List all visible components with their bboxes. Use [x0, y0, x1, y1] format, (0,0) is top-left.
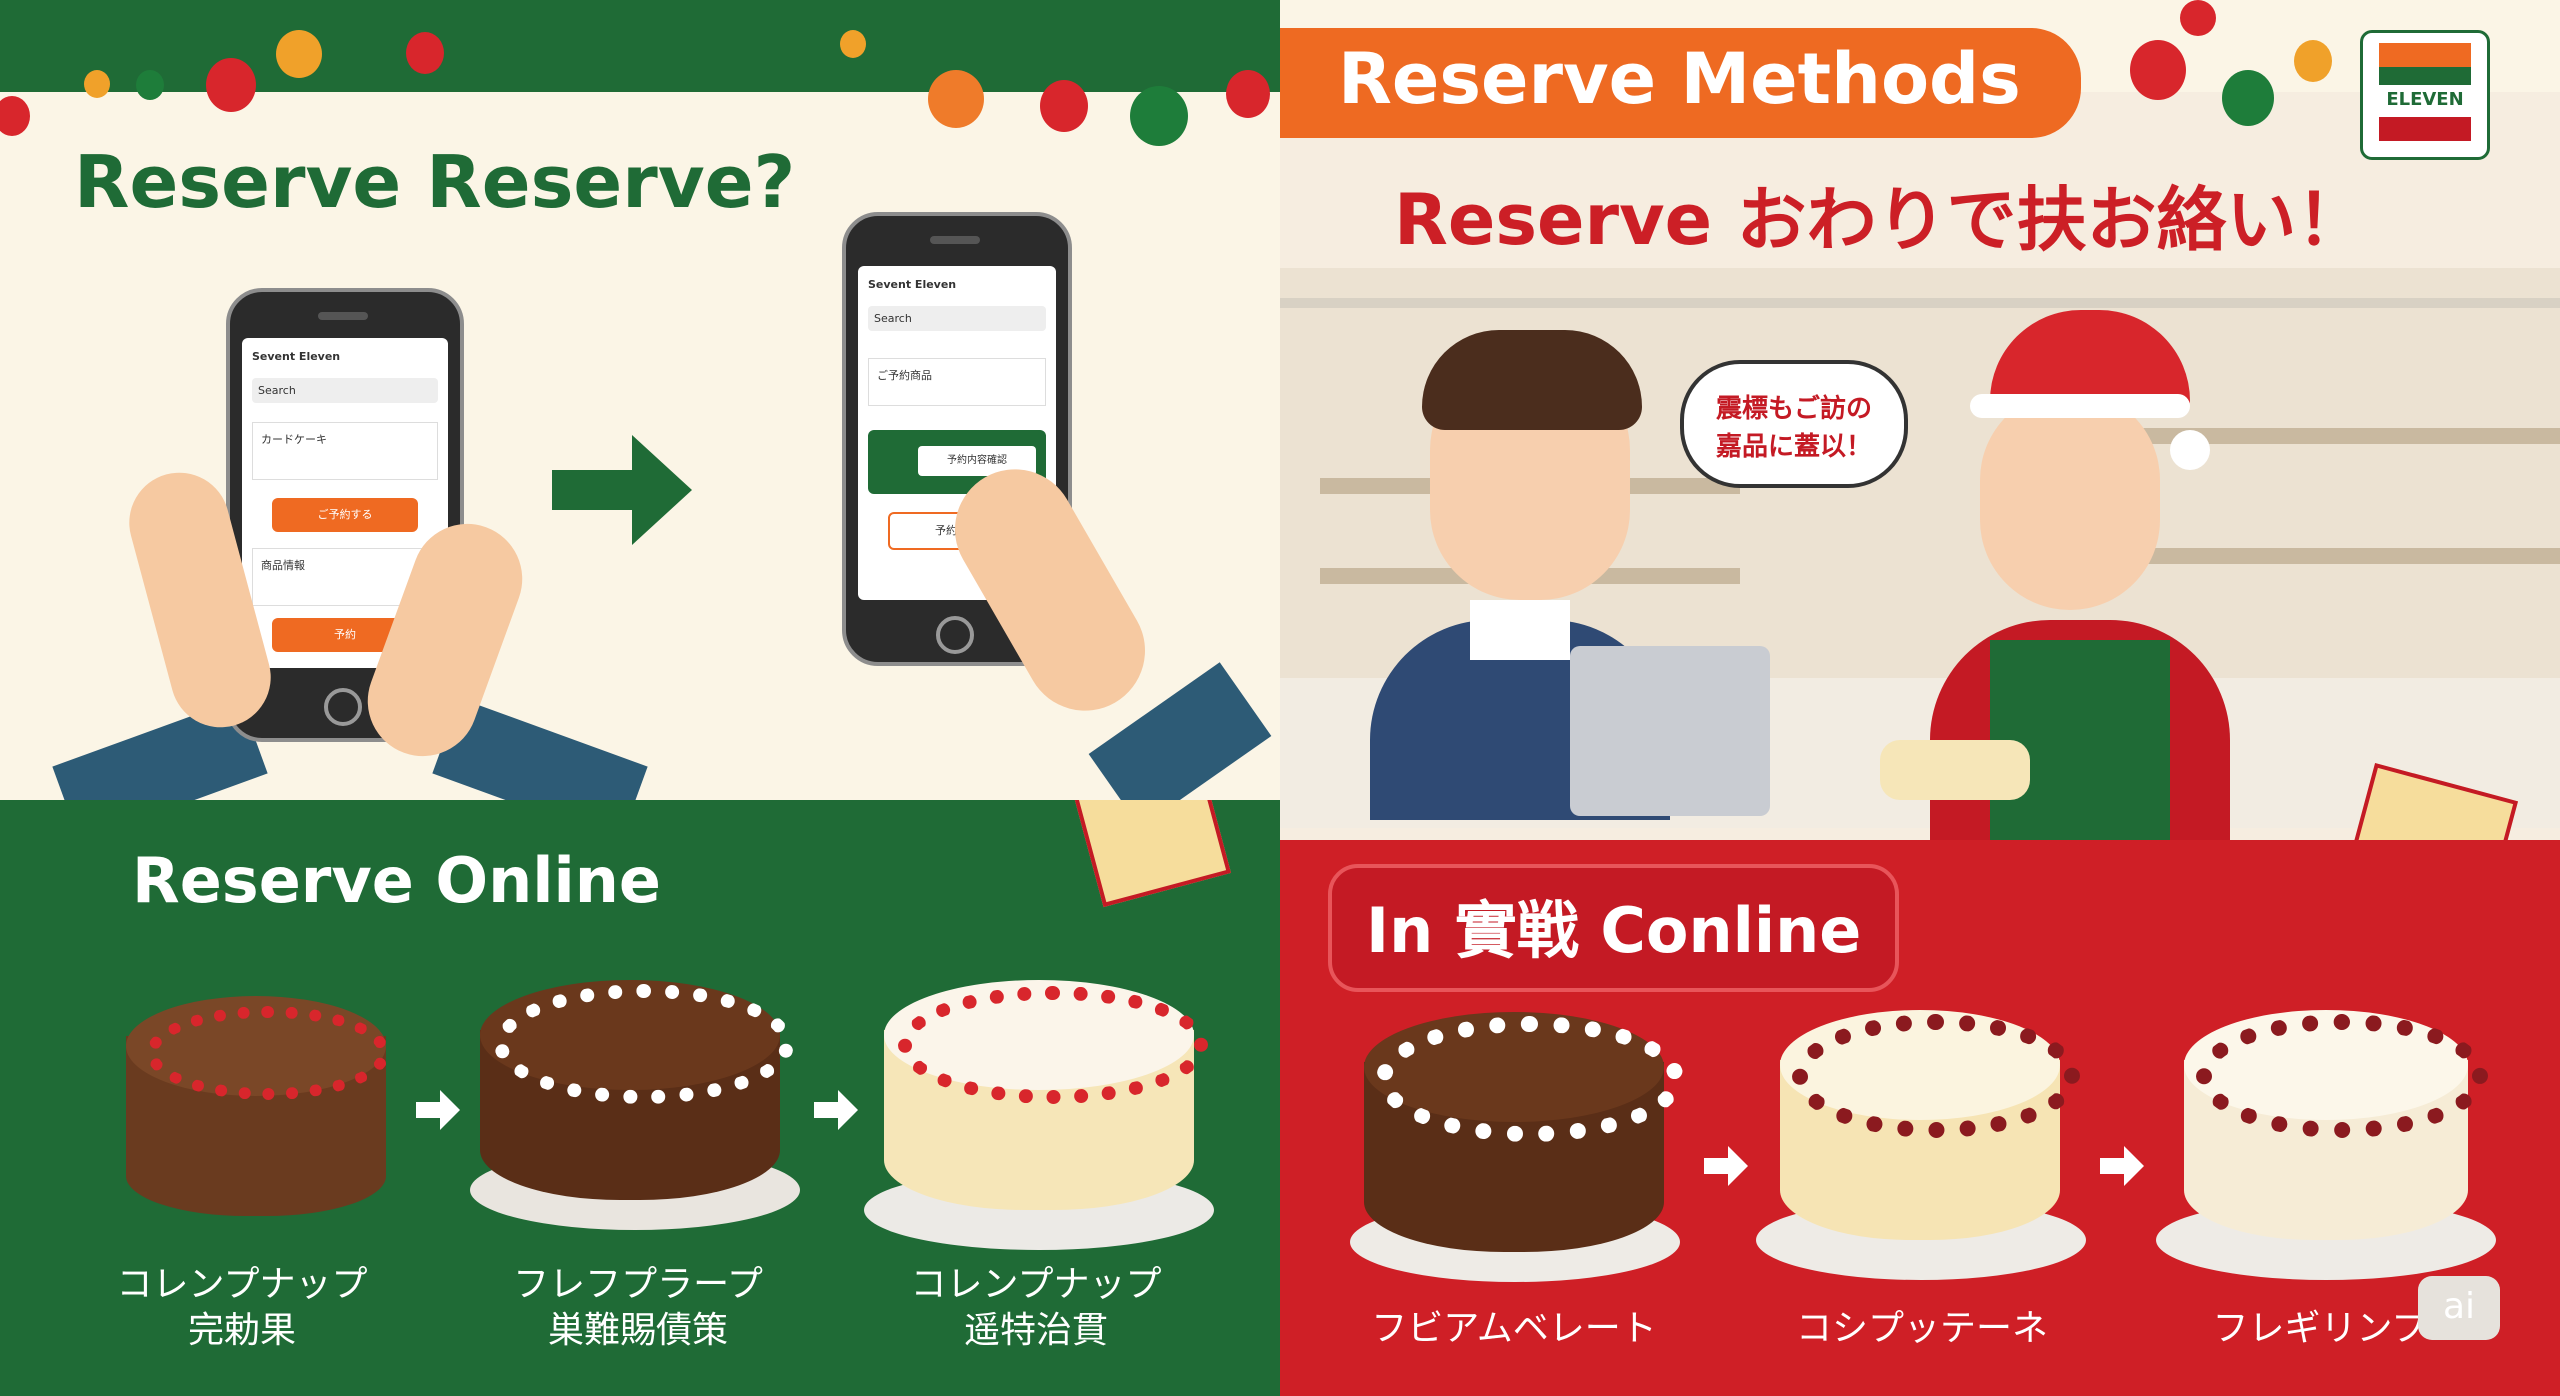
cake-image — [126, 996, 396, 1236]
ornament — [928, 70, 984, 128]
product-row[interactable]: カードケーキ — [252, 422, 438, 480]
gift-box-icon — [1072, 800, 1232, 908]
reserve-button[interactable]: ご予約する — [272, 498, 418, 532]
cake-label: コシプッテーネ — [1795, 1308, 2048, 1349]
ai-badge: ai — [2418, 1276, 2500, 1340]
online-reserve-panel: Reserve Reserve? Sevent Eleven Search カー… — [0, 0, 1280, 800]
ornament — [276, 30, 322, 78]
cake-image — [1756, 980, 2086, 1290]
cake-image — [1350, 992, 1684, 1292]
subtitle: Reserve おわりで扶お絡い！ — [1394, 179, 2367, 261]
home-button — [936, 616, 974, 654]
ornament — [406, 32, 444, 74]
cake-label: フレギリンプ — [2212, 1308, 2428, 1349]
speech-bubble: 震標もご訪の 嘉品に蓋以！ — [1680, 360, 1908, 488]
ornament — [2180, 0, 2216, 36]
search-input[interactable]: Search — [252, 378, 438, 403]
app-header: Sevent Eleven — [868, 278, 957, 291]
ornament — [840, 30, 866, 58]
page-title: Reserve Reserve? — [74, 140, 796, 224]
cash-register — [1570, 646, 1770, 816]
store-reserve-panel: Reserve Methods ELEVEN Reserve おわりで扶お絡い！… — [1280, 0, 2560, 840]
cake-image — [864, 950, 1214, 1270]
customer-figure — [1370, 320, 1730, 820]
ornament — [2294, 40, 2332, 82]
ornament — [1040, 80, 1088, 132]
cake-label: フビアムベレート — [1371, 1308, 1657, 1349]
ornament — [1130, 86, 1188, 146]
ornament — [0, 96, 30, 136]
cake-label: コレンプナップ 遥特治貫 — [910, 1264, 1162, 1351]
arrow-right-icon — [416, 1090, 460, 1130]
app-header: Sevent Eleven — [252, 350, 341, 363]
online-cakes-panel: Reserve Online コレンプナップ 完勅果 フレフプラープ 巣難賜債策… — [0, 800, 1280, 1396]
seven-eleven-logo: ELEVEN — [2360, 30, 2490, 160]
ornament — [136, 70, 164, 100]
search-input[interactable]: Search — [868, 306, 1046, 331]
arrow-right-icon — [552, 430, 692, 550]
arrow-right-icon — [2100, 1146, 2144, 1186]
ornament — [206, 58, 256, 112]
section-title: In 實戦 Conline — [1328, 864, 1900, 992]
cake-label: フレフプラープ 巣難賜債策 — [513, 1264, 763, 1351]
ornament — [1226, 70, 1270, 118]
garland-band — [0, 0, 1280, 92]
product-row[interactable]: ご予約商品 — [868, 358, 1046, 406]
section-title: Reserve Methods — [1280, 28, 2081, 138]
store-cakes-panel: In 實戦 Conline フビアムベレート コシプッテーネ フレギリンプ — [1280, 840, 2560, 1396]
ornament — [2222, 70, 2274, 126]
ornament — [84, 70, 110, 98]
section-title: Reserve Online — [132, 844, 661, 917]
arrow-right-icon — [814, 1090, 858, 1130]
ornament — [2130, 40, 2186, 100]
home-button — [324, 688, 362, 726]
arrow-right-icon — [1704, 1146, 1748, 1186]
cake-image — [2156, 980, 2496, 1290]
cake-label: コレンプナップ 完勅果 — [116, 1264, 368, 1351]
staff-figure — [1860, 300, 2280, 840]
cake-image — [470, 950, 800, 1250]
phone-screen: Sevent Eleven Search カードケーキ ご予約する 商品情報 予… — [242, 338, 448, 668]
